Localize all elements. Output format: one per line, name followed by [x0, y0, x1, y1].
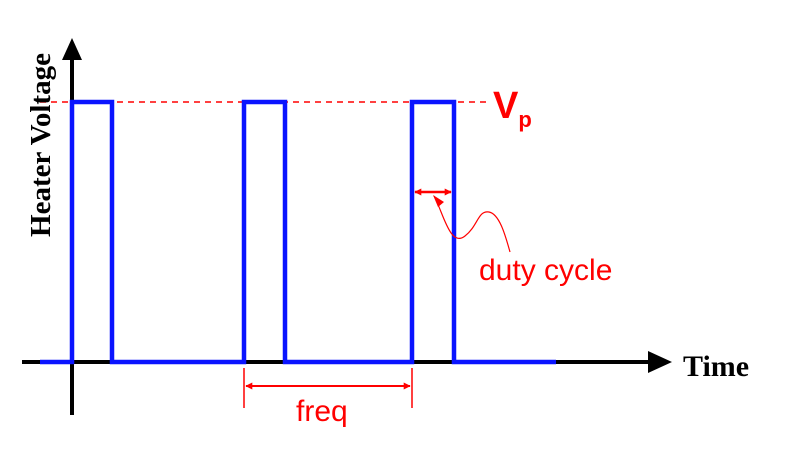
peak-voltage-main: V	[493, 85, 519, 127]
duty-cycle-label: duty cycle	[479, 254, 612, 287]
duty-cycle-leader	[433, 195, 511, 253]
pulse-train	[40, 99, 556, 365]
x-axis-arrowhead	[648, 351, 672, 373]
frequency-label: freq	[296, 395, 348, 428]
y-axis-label: Heater Voltage	[25, 53, 57, 237]
x-axis-label: Time	[683, 350, 749, 383]
peak-voltage-subscript: p	[518, 107, 531, 132]
y-axis-arrowhead	[62, 38, 82, 60]
peak-voltage-label: Vp	[493, 85, 532, 132]
duty-cycle-leader-arrowhead	[433, 195, 444, 207]
